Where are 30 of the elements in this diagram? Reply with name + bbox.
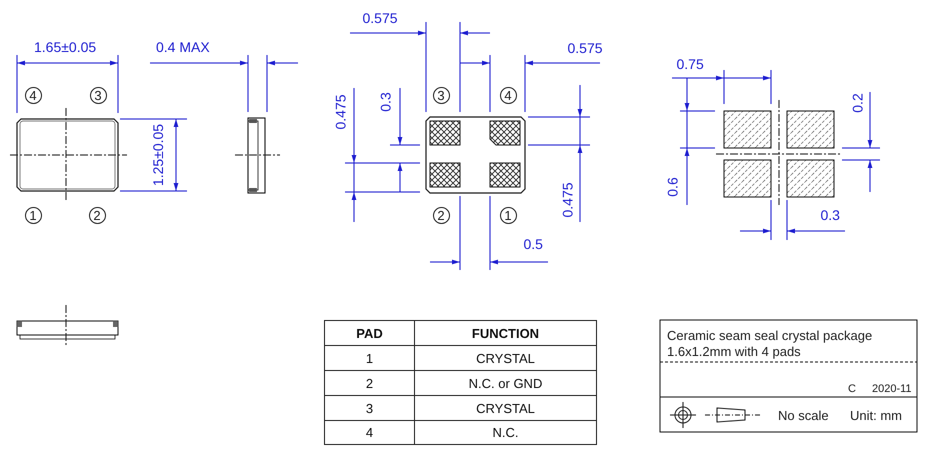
dimension-label: 0.3 xyxy=(820,208,840,222)
title-block-text: No scale xyxy=(778,409,829,422)
dimension-label: 0.475 xyxy=(560,182,574,218)
table-header-cell: FUNCTION xyxy=(414,320,597,346)
dimension-label: 0.3 xyxy=(378,92,392,112)
dimension-label: 0.75 xyxy=(676,57,704,71)
title-block-text: C xyxy=(848,384,856,395)
title-block-text: 2020-11 xyxy=(872,384,912,395)
pad-number: 1 xyxy=(500,206,516,224)
pad-number: 3 xyxy=(432,86,450,104)
pad-number: 4 xyxy=(500,86,516,104)
dimension-label: 0.575 xyxy=(362,11,398,25)
table-cell: 4 xyxy=(324,420,415,445)
dimension-label: 0.5 xyxy=(524,237,543,251)
dimension-label: 0.475 xyxy=(333,94,348,130)
pad-number: 2 xyxy=(88,206,106,224)
dimension-label: 0.4 MAX xyxy=(156,40,210,54)
pad-number: 1 xyxy=(24,206,42,224)
dimension-label: 1.65±0.05 xyxy=(34,40,96,54)
table-header-cell: PAD xyxy=(324,320,415,346)
dimension-label: 1.25±0.05 xyxy=(151,124,166,186)
pad-number: 4 xyxy=(24,86,42,104)
table-cell: N.C. xyxy=(414,420,597,445)
title-block-text: Unit: mm xyxy=(850,409,902,422)
dimension-label: 0.2 xyxy=(850,93,864,113)
title-block-text: Ceramic seam seal crystal package 1.6x1.2mm with 4 pads xyxy=(667,328,874,360)
pad-number: 3 xyxy=(90,86,106,104)
pad-number: 2 xyxy=(432,206,450,224)
dimension-label: 0.6 xyxy=(665,177,680,197)
dimension-label: 0.575 xyxy=(568,41,603,55)
